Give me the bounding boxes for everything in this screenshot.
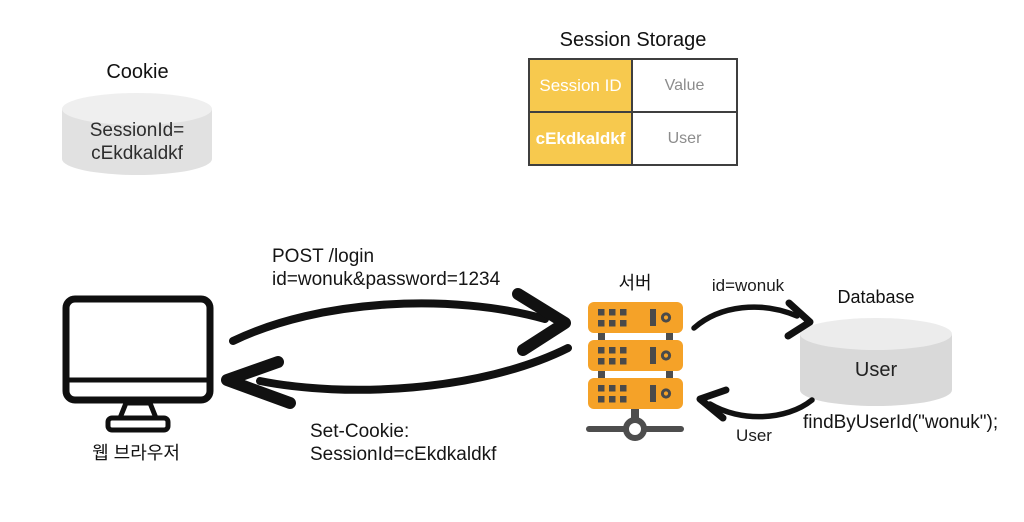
- server-label: 서버: [618, 273, 652, 293]
- response-label: Set-Cookie: SessionId=cEkdkaldkf: [310, 420, 496, 466]
- web-browser-label: 웹 브라우저: [92, 443, 180, 463]
- server-to-db-label: id=wonuk: [711, 276, 785, 295]
- database-query-label: findByUserId("wonuk");: [803, 412, 999, 433]
- cookie-cylinder-icon: [62, 93, 212, 175]
- database-label: Database: [837, 287, 915, 307]
- database-cylinder-icon: [800, 318, 952, 406]
- response-arrow: [221, 344, 572, 409]
- value-header-cell: Value: [664, 76, 705, 94]
- session-storage-header-row: Session ID Value: [530, 60, 736, 111]
- cookie-value-line2: cEkdkaldkf: [91, 143, 183, 164]
- database-table-name: User: [854, 359, 898, 381]
- session-storage-data-row: cEkdkaldkf User: [530, 111, 736, 164]
- server-to-db-arrow: [691, 299, 814, 340]
- response-label-line2: SessionId=cEkdkaldkf: [310, 444, 497, 465]
- response-label-line1: Set-Cookie:: [310, 421, 410, 442]
- server-unit-1: [588, 302, 683, 333]
- request-label: POST /login id=wonuk&password=1234: [272, 245, 500, 291]
- server-icon: [586, 302, 684, 441]
- request-label-line2: id=wonuk&password=1234: [272, 269, 501, 290]
- request-label-line1: POST /login: [272, 246, 375, 267]
- server-unit-2: [588, 340, 683, 371]
- session-id-header-cell: Session ID: [530, 60, 633, 111]
- cookie-value-line1: SessionId=: [89, 120, 185, 141]
- server-unit-3: [588, 378, 683, 409]
- request-arrow: [229, 288, 571, 356]
- value-cell: User: [667, 129, 702, 147]
- monitor-icon: [62, 295, 214, 433]
- session-storage-title: Session Storage: [559, 29, 707, 51]
- cookie-value: SessionId= cEkdkaldkf: [62, 119, 212, 165]
- session-storage-table: Session ID Value cEkdkaldkf User: [528, 58, 738, 166]
- cookie-title: Cookie: [106, 61, 169, 83]
- session-id-cell: cEkdkaldkf: [530, 113, 633, 164]
- db-to-server-arrow: [696, 386, 815, 422]
- db-to-server-label: User: [736, 426, 772, 445]
